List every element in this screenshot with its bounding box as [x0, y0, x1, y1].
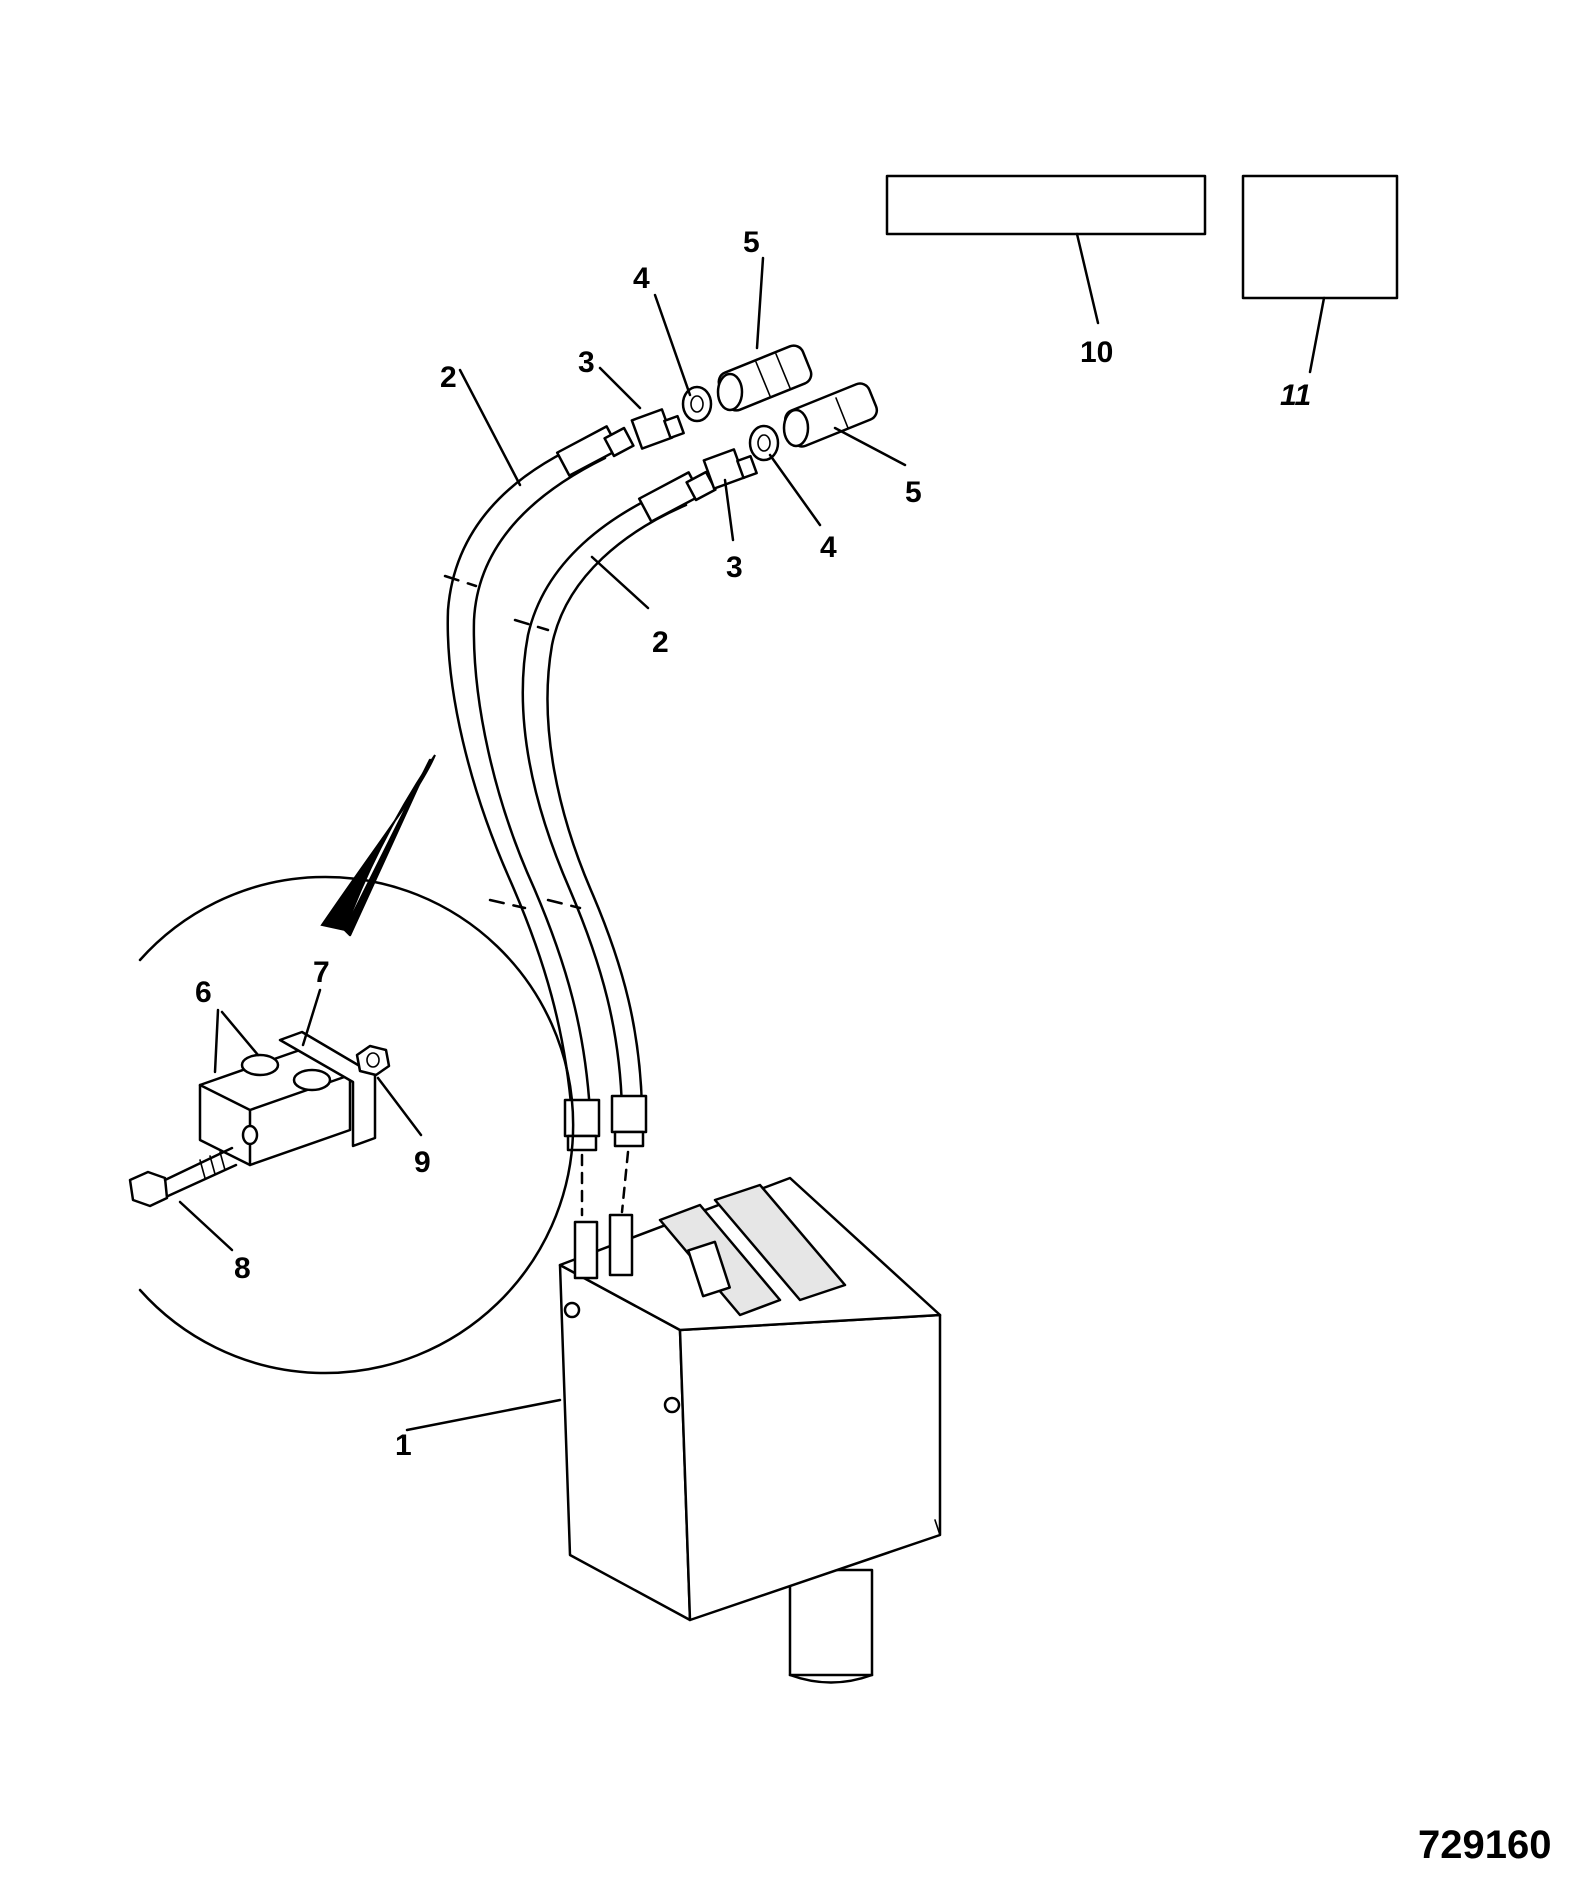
- clamp-half-6: [198, 1048, 352, 1167]
- callout-2-lower: 2: [652, 626, 669, 659]
- decal-10: [885, 174, 1207, 325]
- washer-4-lower: [748, 424, 780, 462]
- leader-lines: [178, 256, 907, 1432]
- callout-5-upper: 5: [743, 226, 760, 259]
- callout-11: 11: [1280, 379, 1311, 412]
- callout-10: 10: [1080, 336, 1113, 369]
- hose-lower: [521, 470, 717, 1148]
- callout-6: 6: [195, 976, 212, 1009]
- valve-block-1: [558, 1176, 942, 1684]
- callout-3-upper: 3: [578, 346, 595, 379]
- bolt-8: [128, 1146, 238, 1208]
- callout-1: 1: [395, 1429, 412, 1462]
- callout-4-lower: 4: [820, 531, 837, 564]
- callout-4-upper: 4: [633, 262, 650, 295]
- callout-8: 8: [234, 1252, 251, 1285]
- assembly-lines: [580, 1150, 630, 1217]
- adapter-3-upper: [630, 408, 685, 450]
- coupling-5-upper: [716, 344, 813, 412]
- callout-3-lower: 3: [726, 551, 743, 584]
- hose-break-marks: [443, 574, 582, 910]
- detail-view: [138, 754, 575, 1375]
- washer-4-upper: [681, 385, 713, 423]
- nut-9: [355, 1044, 391, 1077]
- callout-5-lower: 5: [905, 476, 922, 509]
- plate-7: [278, 1030, 377, 1148]
- figure-id: 729160: [1418, 1823, 1551, 1867]
- adapter-3-lower: [702, 448, 758, 490]
- callout-9: 9: [414, 1146, 431, 1179]
- hose-upper: [446, 425, 635, 1152]
- callout-2-upper: 2: [440, 361, 457, 394]
- callout-7: 7: [313, 956, 330, 989]
- decal-11: [1241, 174, 1399, 374]
- coupling-5-lower: [782, 382, 879, 448]
